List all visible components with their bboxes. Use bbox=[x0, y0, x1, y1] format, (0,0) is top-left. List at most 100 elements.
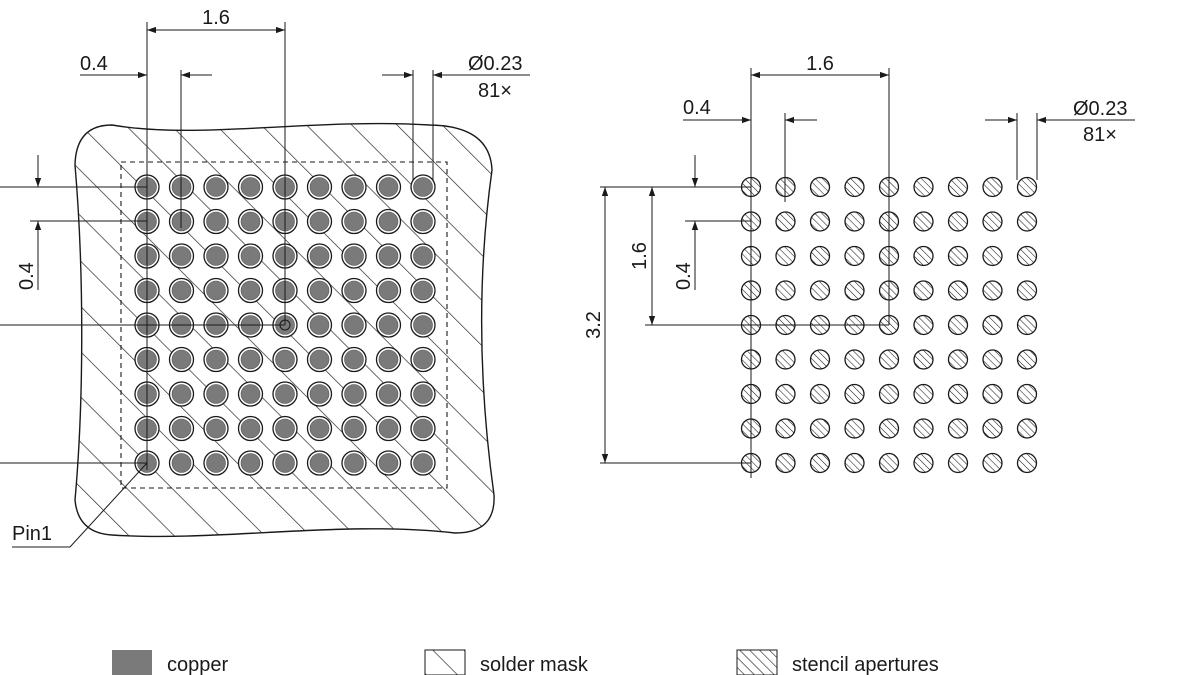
stencil-aperture bbox=[913, 314, 934, 336]
stencil-aperture bbox=[775, 211, 796, 232]
stencil-aperture bbox=[775, 452, 796, 474]
stencil-aperture bbox=[913, 176, 934, 198]
copper-pad bbox=[378, 177, 399, 197]
copper-pad bbox=[240, 349, 261, 370]
dim-half-span-y: 1.6 bbox=[629, 242, 651, 270]
legend-label: solder mask bbox=[480, 654, 589, 675]
copper-pad bbox=[378, 418, 399, 439]
legend-label: copper bbox=[167, 654, 228, 675]
copper-pad bbox=[206, 246, 226, 266]
stencil-aperture bbox=[1016, 211, 1038, 232]
copper-pad bbox=[413, 211, 433, 232]
stencil-aperture bbox=[982, 245, 1003, 267]
stencil-aperture bbox=[913, 349, 934, 370]
left-pad-grid bbox=[134, 174, 436, 476]
stencil-aperture bbox=[1016, 176, 1038, 198]
stencil-aperture bbox=[913, 211, 934, 232]
stencil-aperture bbox=[947, 280, 969, 301]
copper-pad bbox=[206, 349, 226, 370]
left-view-copper-mask: 1.6 0.4 Ø0.23 81× 0.4 Pin1 bbox=[0, 7, 530, 548]
stencil-aperture bbox=[775, 349, 796, 370]
copper-pad bbox=[206, 384, 226, 404]
copper-pad bbox=[309, 177, 330, 197]
copper-pad bbox=[240, 177, 261, 197]
stencil-aperture bbox=[913, 452, 934, 474]
stencil-aperture bbox=[844, 383, 865, 405]
stencil-aperture bbox=[844, 176, 865, 198]
copper-pad bbox=[240, 211, 261, 232]
copper-pad bbox=[344, 315, 364, 335]
legend: copper solder mask stencil apertures bbox=[112, 649, 939, 675]
copper-pad bbox=[240, 280, 261, 301]
stencil-aperture bbox=[844, 211, 865, 232]
copper-pad bbox=[413, 246, 433, 266]
stencil-aperture bbox=[1016, 418, 1038, 439]
copper-pad bbox=[413, 384, 433, 404]
dim-diameter: Ø0.23 bbox=[1073, 98, 1127, 120]
stencil-aperture bbox=[844, 452, 865, 474]
copper-pad bbox=[171, 246, 192, 266]
stencil-aperture bbox=[809, 176, 831, 198]
copper-pad bbox=[378, 211, 399, 232]
stencil-aperture bbox=[982, 176, 1003, 198]
stencil-aperture bbox=[878, 418, 900, 439]
copper-pad bbox=[413, 315, 433, 335]
copper-pad bbox=[413, 453, 433, 473]
copper-pad bbox=[240, 453, 261, 473]
copper-pad bbox=[240, 246, 261, 266]
copper-pad bbox=[206, 418, 226, 439]
stencil-aperture bbox=[1016, 314, 1038, 336]
copper-pad bbox=[171, 384, 192, 404]
right-view-stencil: 1.6 0.4 Ø0.23 81× 0.4 1.6 3.2 bbox=[583, 53, 1135, 478]
stencil-aperture bbox=[809, 245, 831, 267]
stencil-aperture bbox=[775, 383, 796, 405]
stencil-aperture bbox=[947, 452, 969, 474]
package-outline bbox=[120, 161, 448, 489]
copper-pad bbox=[344, 280, 364, 301]
stencil-aperture bbox=[913, 280, 934, 301]
copper-pad bbox=[309, 246, 330, 266]
stencil-aperture bbox=[878, 383, 900, 405]
copper-pad bbox=[206, 177, 226, 197]
dim-half-span-x: 1.6 bbox=[202, 7, 230, 29]
pin1-leader bbox=[12, 462, 148, 548]
stencil-aperture bbox=[809, 452, 831, 474]
stencil-aperture bbox=[1016, 452, 1038, 474]
stencil-aperture bbox=[809, 418, 831, 439]
legend-swatch-solder-mask bbox=[424, 649, 466, 675]
stencil-aperture bbox=[947, 418, 969, 439]
stencil-aperture bbox=[809, 280, 831, 301]
copper-pad bbox=[378, 280, 399, 301]
stencil-aperture bbox=[1016, 245, 1038, 267]
dim-pitch-y: 0.4 bbox=[673, 262, 695, 290]
stencil-aperture bbox=[947, 176, 969, 198]
dim-count: 81× bbox=[478, 80, 512, 102]
stencil-aperture bbox=[775, 418, 796, 439]
copper-pad bbox=[378, 246, 399, 266]
copper-pad bbox=[206, 453, 226, 473]
legend-swatch-copper bbox=[112, 650, 152, 675]
copper-pad bbox=[240, 418, 261, 439]
legend-label: stencil apertures bbox=[792, 654, 939, 675]
copper-pad bbox=[344, 418, 364, 439]
copper-pad bbox=[344, 177, 364, 197]
copper-pad bbox=[275, 418, 295, 439]
stencil-aperture bbox=[913, 245, 934, 267]
copper-pad bbox=[344, 246, 364, 266]
stencil-aperture bbox=[809, 383, 831, 405]
copper-pad bbox=[309, 211, 330, 232]
legend-swatch-stencil bbox=[736, 649, 778, 675]
copper-pad bbox=[344, 349, 364, 370]
stencil-aperture bbox=[982, 383, 1003, 405]
copper-pad bbox=[171, 280, 192, 301]
stencil-aperture bbox=[878, 452, 900, 474]
stencil-aperture bbox=[775, 280, 796, 301]
stencil-aperture bbox=[913, 383, 934, 405]
stencil-aperture bbox=[913, 418, 934, 439]
stencil-aperture bbox=[947, 245, 969, 267]
stencil-aperture bbox=[844, 349, 865, 370]
copper-pad bbox=[309, 315, 330, 335]
dim-diameter: Ø0.23 bbox=[468, 53, 522, 75]
copper-pad bbox=[171, 453, 192, 473]
